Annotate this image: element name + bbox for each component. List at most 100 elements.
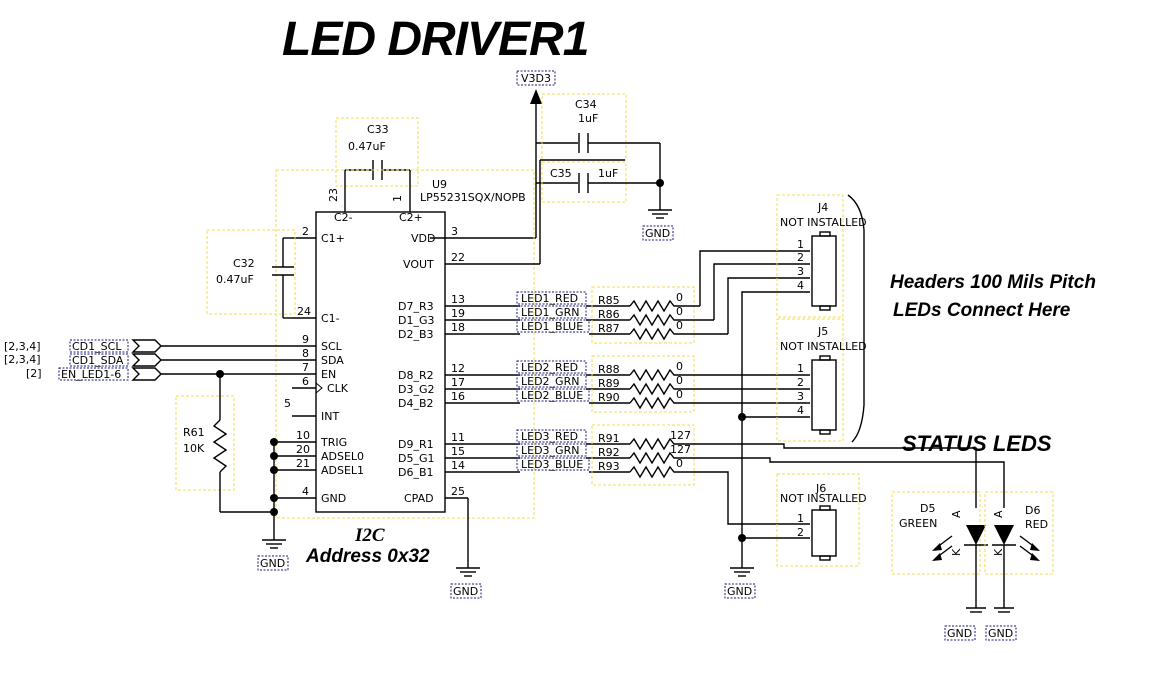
v3d3-rail: V3D3 (430, 70, 578, 239)
pin-num: 10 (296, 429, 310, 442)
d6-ref: D6 (1025, 504, 1040, 517)
ic-part: LP55231SQX/NOPB (420, 191, 526, 204)
header-j6: J6 NOT INSTALLED 1 2 (776, 473, 867, 567)
res-value: 0 (676, 291, 683, 304)
gnd-symbol-headers: GND (724, 567, 756, 599)
pin-name: ADSEL0 (321, 450, 364, 463)
pin-name: TRIG (320, 436, 347, 449)
pin-num: 14 (451, 459, 465, 472)
res-value: 0 (676, 388, 683, 401)
pin-name: CLK (327, 382, 349, 395)
d6-anode: A (992, 510, 1005, 518)
d5-anode: A (950, 510, 963, 518)
res-ref: R93 (598, 460, 620, 473)
pin-num: 13 (451, 293, 465, 306)
pin-num: 2 (302, 225, 309, 238)
net-label: LED1_BLUE (521, 320, 583, 333)
offsheet-arrow-icon (131, 353, 162, 367)
pin-name: CPAD (404, 492, 434, 505)
offsheet-sheets: [2,3,4] (4, 340, 41, 353)
pin-c2p: C2+ (399, 211, 423, 224)
header-j4: J4 NOT INSTALLED 1 2 3 4 (776, 194, 867, 318)
resistor-r61: R61 10K (175, 395, 278, 540)
i2c-note: I2C (354, 525, 385, 546)
c32-value: 0.47uF (216, 273, 254, 286)
pin-name: VOUT (403, 258, 434, 271)
pin-1-num: 1 (391, 195, 404, 202)
c33-value: 0.47uF (348, 140, 386, 153)
offsheet-arrow-icon (131, 367, 162, 381)
res-ref: R85 (598, 294, 620, 307)
pin-name: D1_G3 (398, 314, 435, 327)
resistor-bank: R85 R86 R87 R88 R89 R90 R91 R92 R93 0 0 … (591, 286, 1005, 525)
net-label: LED1_RED (521, 292, 578, 305)
pin-num: 9 (302, 333, 309, 346)
led-d5: D5 GREEN A K GND (891, 491, 988, 641)
pin-num: 3 (451, 225, 458, 238)
ic-ref: U9 (432, 178, 447, 191)
net-label: LED1_GRN (521, 306, 579, 319)
pin-num: 24 (297, 305, 311, 318)
res-ref: R87 (598, 322, 620, 335)
j5-pin: 3 (797, 390, 804, 403)
c34-ref: C34 (575, 98, 597, 111)
gnd-label: GND (260, 557, 285, 570)
pin-name: C1+ (321, 232, 345, 245)
pin-num: 25 (451, 485, 465, 498)
res-value: 0 (676, 374, 683, 387)
diode-icon (994, 525, 1014, 545)
d5-ref: D5 (920, 502, 935, 515)
header-j5: J5 NOT INSTALLED 1 2 3 4 (776, 318, 867, 442)
pin-name: D8_R2 (398, 369, 434, 382)
pin-num: 19 (451, 307, 465, 320)
pin-name: GND (321, 492, 346, 505)
gnd-label: GND (727, 585, 752, 598)
pin-name: D4_B2 (398, 397, 434, 410)
res-ref: R91 (598, 432, 620, 445)
pin-num: 16 (451, 390, 465, 403)
v3d3-label: V3D3 (521, 72, 551, 85)
res-ref: R90 (598, 391, 620, 404)
c32-ref: C32 (233, 257, 255, 270)
net-cd1-sda: CD1_SDA (72, 354, 124, 367)
pin-name: INT (321, 410, 339, 423)
ic-u9: U9 LP55231SQX/NOPB C2- C2+ 2 24 9 8 7 6 … (274, 159, 625, 568)
net-label: LED2_GRN (521, 375, 579, 388)
pin-23-num: 23 (327, 188, 340, 202)
j6-status: NOT INSTALLED (780, 492, 867, 505)
j4-pin: 3 (797, 265, 804, 278)
res-value: 0 (676, 319, 683, 332)
gnd-label: GND (947, 627, 972, 640)
j4-pin: 2 (797, 251, 804, 264)
d5-color: GREEN (899, 517, 937, 530)
j6-pin: 1 (797, 512, 804, 525)
pin-num: 4 (302, 485, 309, 498)
d6-cathode: K (992, 548, 1005, 556)
res-value: 127 (670, 443, 691, 456)
gnd-label: GND (988, 627, 1013, 640)
diode-icon (966, 525, 986, 545)
res-ref: R92 (598, 446, 620, 459)
res-value: 0 (676, 305, 683, 318)
pin-num: 15 (451, 445, 465, 458)
j4-pin: 1 (797, 238, 804, 251)
res-ref: R86 (598, 308, 620, 321)
pin-name: D3_G2 (398, 383, 435, 396)
capacitor-c32: C32 0.47uF (206, 229, 296, 319)
net-label: LED3_RED (521, 430, 578, 443)
j5-pin: 1 (797, 362, 804, 375)
led-d6: D6 RED A K GND (984, 491, 1054, 641)
c33-ref: C33 (367, 123, 389, 136)
pin-name: VDD (411, 232, 435, 245)
net-label: LED3_BLUE (521, 458, 583, 471)
j4-status: NOT INSTALLED (780, 216, 867, 229)
address-note: Address 0x32 (305, 546, 430, 567)
pin-name: D6_B1 (398, 466, 434, 479)
res-value: 0 (676, 457, 683, 470)
pin-name: D9_R1 (398, 438, 434, 451)
j5-status: NOT INSTALLED (780, 340, 867, 353)
res-value: 0 (676, 360, 683, 373)
pin-num: 18 (451, 321, 465, 334)
pin-c2m: C2- (334, 211, 353, 224)
